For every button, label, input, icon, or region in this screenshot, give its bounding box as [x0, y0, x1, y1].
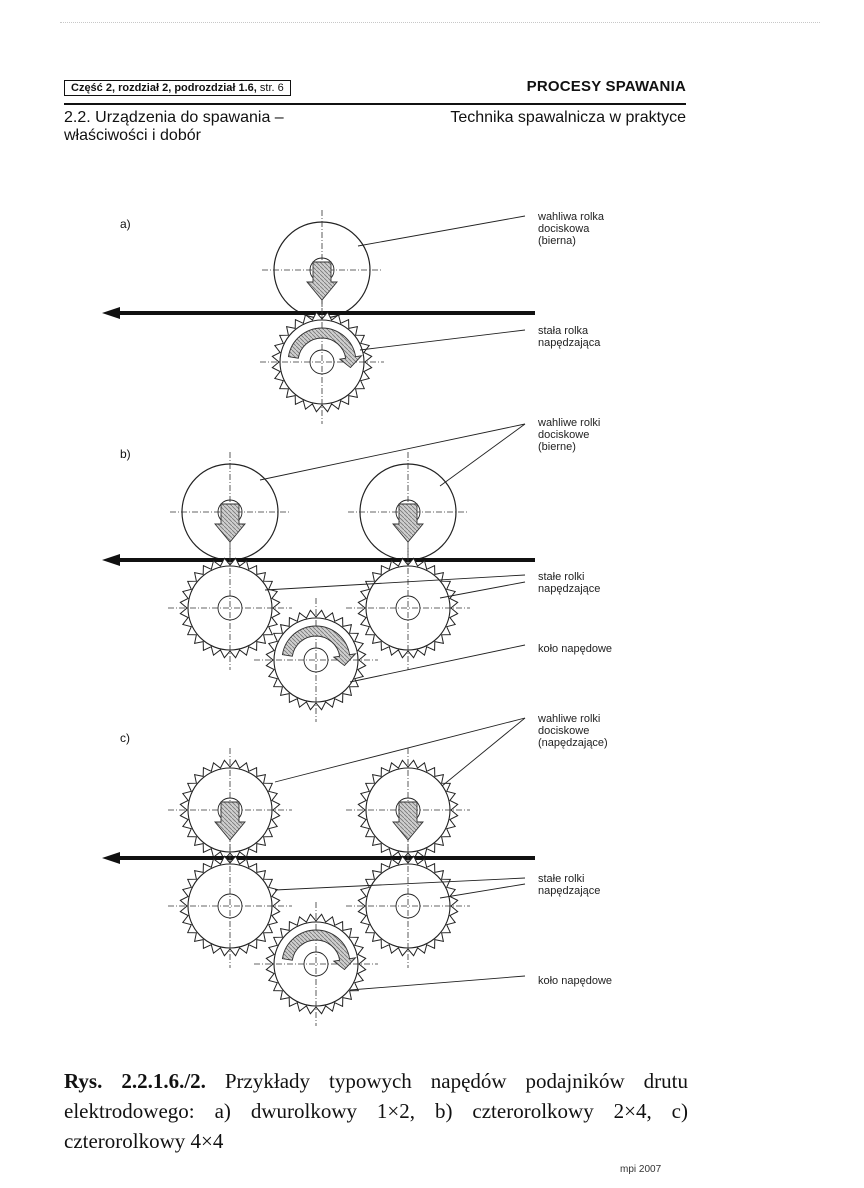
- callout-drive-rollers: napędzające: [538, 583, 600, 595]
- caption-text: Przykłady typowych napędów podajników dr…: [64, 1069, 688, 1153]
- callout-pressure-rollers: dociskowe: [538, 429, 589, 441]
- page-header: Część 2, rozdział 2, podrozdział 1.6, st…: [64, 78, 686, 104]
- callout-leader-line: [349, 975, 526, 991]
- pressure-arrow-icon: [306, 261, 338, 301]
- roller-hub: [217, 893, 243, 919]
- callout-drive-rollers: napędzające: [538, 885, 600, 897]
- chapter-title: 2.2. Urządzenia do spawania – właściwośc…: [64, 109, 364, 145]
- section-page: str. 6: [259, 82, 284, 94]
- figure-part-label: c): [120, 731, 130, 745]
- callout-drive-wheel: koło napędowe: [538, 975, 612, 987]
- pressure-arrow-icon: [214, 503, 246, 543]
- top-scan-line: [60, 22, 820, 23]
- chapter-title-cont: właściwości i dobór: [64, 127, 201, 144]
- section-ref-text: Część 2, rozdział 2, podrozdział 1.6,: [71, 82, 257, 94]
- callout-pressure-rollers: wahliwe rolki: [537, 417, 600, 429]
- pressure-arrow-icon: [392, 503, 424, 543]
- callout-leader-line: [439, 423, 526, 487]
- rotation-arrow-icon: [281, 929, 357, 971]
- header-rule: [64, 103, 686, 105]
- callout-leader-line: [259, 423, 526, 481]
- chapter-number-title: 2.2. Urządzenia do spawania –: [64, 109, 284, 126]
- roller-hub: [395, 893, 421, 919]
- roller-hub: [217, 595, 243, 621]
- figure-part-label: a): [120, 217, 131, 231]
- pressure-arrow-icon: [214, 801, 246, 841]
- callout-pressure-drive-rollers: (napędzające): [538, 737, 608, 749]
- callout-leader-line: [274, 877, 526, 891]
- chapter-subtitle: Technika spawalnicza w praktyce: [450, 109, 686, 126]
- section-reference: Część 2, rozdział 2, podrozdział 1.6, st…: [64, 80, 291, 96]
- callout-leader-line: [349, 644, 526, 683]
- callout-pressure-rollers: (bierne): [538, 441, 576, 453]
- rotation-arrow-icon: [287, 327, 363, 369]
- callout-leader-line: [441, 717, 526, 787]
- book-title: PROCESY SPAWANIA: [526, 78, 686, 95]
- pressure-arrow-icon: [392, 801, 424, 841]
- callout-pressure-roller: (bierna): [538, 235, 576, 247]
- rotation-arrow-icon: [281, 625, 357, 667]
- wire-direction-arrow-icon: [102, 307, 120, 319]
- roller-hub: [303, 951, 329, 977]
- callout-pressure-roller: wahliwa rolka: [537, 211, 605, 223]
- callout-pressure-drive-rollers: wahliwe rolki: [537, 713, 600, 725]
- callout-drive-wheel: koło napędowe: [538, 643, 612, 655]
- roller-hub: [309, 349, 335, 375]
- callout-leader-line: [264, 574, 526, 591]
- caption-label: Rys. 2.2.1.6./2.: [64, 1069, 206, 1093]
- callout-leader-line: [357, 215, 526, 247]
- roller-hub: [395, 595, 421, 621]
- figure-part-label: b): [120, 447, 131, 461]
- figure-caption: Rys. 2.2.1.6./2. Przykłady typowych napę…: [64, 1066, 688, 1156]
- callout-pressure-roller: dociskowa: [538, 223, 590, 235]
- callout-leader-line: [439, 883, 526, 899]
- callout-leader-line: [439, 581, 526, 599]
- callout-drive-rollers: stałe rolki: [538, 873, 584, 885]
- callout-drive-rollers: stałe rolki: [538, 571, 584, 583]
- callout-leader-line: [274, 717, 526, 783]
- page-footer-mark: mpi 2007: [620, 1164, 662, 1175]
- callout-drive-roller: napędzająca: [538, 337, 601, 349]
- callout-drive-roller: stała rolka: [538, 325, 589, 337]
- roller-hub: [303, 647, 329, 673]
- callout-leader-line: [359, 329, 526, 351]
- callout-pressure-drive-rollers: dociskowe: [538, 725, 589, 737]
- wire-direction-arrow-icon: [102, 554, 120, 566]
- wire-direction-arrow-icon: [102, 852, 120, 864]
